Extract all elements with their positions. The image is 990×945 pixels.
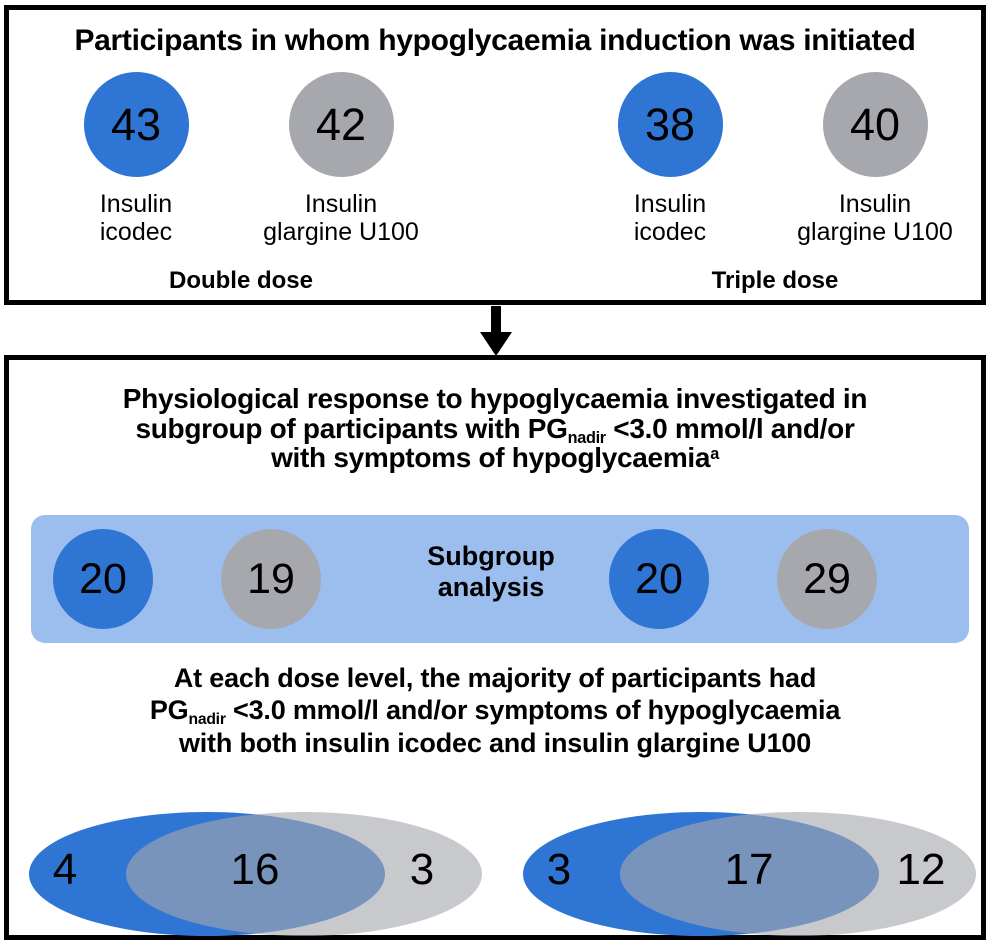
- subgroup-count-double-glargine: 19: [221, 529, 321, 629]
- subgroup-title-line1: Physiological response to hypoglycaemia …: [122, 383, 868, 414]
- subgroup-count-triple-glargine: 29: [777, 529, 877, 629]
- subgroup-analysis-band: 20 19 Subgroup analysis 20 29: [31, 515, 969, 643]
- footnote-marker-a: a: [710, 444, 719, 463]
- count-circle-triple-glargine: 40: [822, 72, 928, 177]
- count-circle-double-glargine: 42: [288, 72, 394, 177]
- dose-group-triple: 38 Insulin icodec 40 Insulin glargine U1…: [565, 72, 985, 302]
- subgroup-title-line2b: <3.0 mmol/l and/or: [605, 412, 855, 444]
- arm-label-double-glargine: Insulin glargine U100: [263, 190, 419, 246]
- conclusion-line1: At each dose level, the majority of part…: [173, 663, 817, 693]
- subgroup-analysis-label: Subgroup analysis: [427, 541, 555, 603]
- arm-label-triple-glargine: Insulin glargine U100: [797, 190, 953, 246]
- arm-label-triple-icodec: Insulin icodec: [633, 190, 707, 246]
- pg-nadir-subscript-title: nadir: [567, 428, 607, 447]
- subgroup-title-line2a: subgroup of participants with PG: [135, 412, 568, 444]
- subgroup-count-triple-icodec: 20: [609, 529, 709, 629]
- induction-panel-title: Participants in whom hypoglycaemia induc…: [74, 24, 916, 57]
- arm-double-glargine: 42 Insulin glargine U100: [236, 72, 446, 246]
- arm-triple-icodec: 38 Insulin icodec: [565, 72, 775, 246]
- induction-panel: Participants in whom hypoglycaemia induc…: [4, 5, 986, 305]
- conclusion-text: At each dose level, the majority of part…: [9, 662, 981, 759]
- dose-caption-double: Double dose: [168, 267, 313, 294]
- subgroup-panel: Physiological response to hypoglycaemia …: [4, 355, 986, 940]
- subgroup-count-double-icodec: 20: [53, 529, 153, 629]
- conclusion-line2a: PG: [149, 695, 189, 726]
- subgroup-panel-title: Physiological response to hypoglycaemia …: [9, 384, 981, 473]
- down-arrow-icon: [480, 306, 512, 356]
- subgroup-title-line3a: with symptoms of hypoglycaemia: [271, 442, 711, 474]
- arm-double-icodec: 43 Insulin icodec: [31, 72, 241, 246]
- count-circle-double-icodec: 43: [83, 72, 189, 177]
- count-circle-triple-icodec: 38: [617, 72, 723, 177]
- venn-diagram-triple-dose: 3 17 12: [511, 808, 979, 940]
- arm-triple-glargine: 40 Insulin glargine U100: [770, 72, 980, 246]
- conclusion-line3: with both insulin icodec and insulin gla…: [178, 727, 812, 758]
- dose-group-double: 43 Insulin icodec 42 Insulin glargine U1…: [31, 72, 451, 302]
- pg-nadir-subscript-conclusion: nadir: [188, 711, 226, 729]
- venn-ellipse-glargine-double: [126, 812, 482, 936]
- dose-caption-triple: Triple dose: [711, 267, 839, 294]
- venn-ellipse-glargine-triple: [620, 812, 976, 936]
- conclusion-line2b: <3.0 mmol/l and/or symptoms of hypoglyca…: [225, 695, 841, 726]
- venn-diagram-double-dose: 4 16 3: [17, 808, 485, 940]
- arm-label-double-icodec: Insulin icodec: [99, 190, 173, 246]
